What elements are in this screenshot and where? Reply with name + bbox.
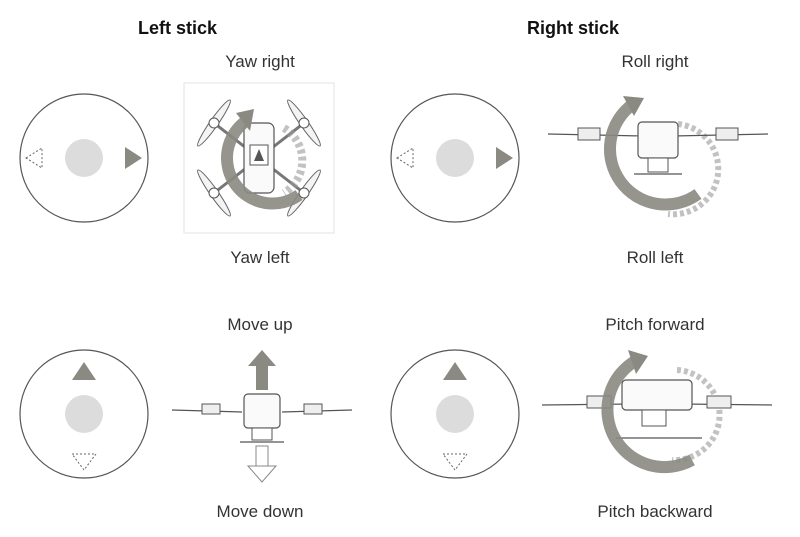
- label-pitch-backward: Pitch backward: [597, 502, 713, 521]
- label-move-down: Move down: [216, 502, 304, 521]
- label-yaw-right: Yaw right: [225, 52, 295, 71]
- drone-front-view-throttle-illustration: [171, 350, 353, 483]
- label-yaw-left: Yaw left: [230, 248, 290, 267]
- arrow-down-outline-icon: [442, 453, 468, 471]
- drone-front-view-roll-illustration: [547, 96, 769, 218]
- arrow-right-solid-icon: [496, 147, 513, 169]
- right-stick-roll-joystick: [390, 93, 520, 223]
- arrow-up-solid-icon: [443, 362, 467, 380]
- label-pitch-forward: Pitch forward: [605, 315, 705, 334]
- arrow-left-outline-icon: [396, 147, 414, 169]
- label-move-up: Move up: [227, 315, 293, 334]
- arrow-down-outline-icon: [71, 453, 97, 471]
- arrow-left-outline-icon: [25, 147, 43, 169]
- stick-center-dot: [436, 139, 474, 177]
- drone-side-view-pitch-illustration: [541, 350, 773, 474]
- arrow-down-outline-icon: [246, 465, 278, 483]
- label-roll-right: Roll right: [621, 52, 689, 71]
- arrow-up-icon: [248, 350, 276, 366]
- label-roll-left: Roll left: [626, 248, 684, 267]
- stick-center-dot: [65, 139, 103, 177]
- right-stick-pitch-joystick: [390, 349, 520, 479]
- left-stick-throttle-joystick: [19, 349, 149, 479]
- right-stick-title: Right stick: [527, 18, 620, 38]
- drone-top-view-yaw-illustration: [183, 82, 335, 234]
- stick-center-dot: [65, 395, 103, 433]
- left-stick-title: Left stick: [138, 18, 218, 38]
- arrow-up-solid-icon: [72, 362, 96, 380]
- stick-center-dot: [436, 395, 474, 433]
- arrow-right-solid-icon: [125, 147, 142, 169]
- left-stick-yaw-joystick: [19, 93, 149, 223]
